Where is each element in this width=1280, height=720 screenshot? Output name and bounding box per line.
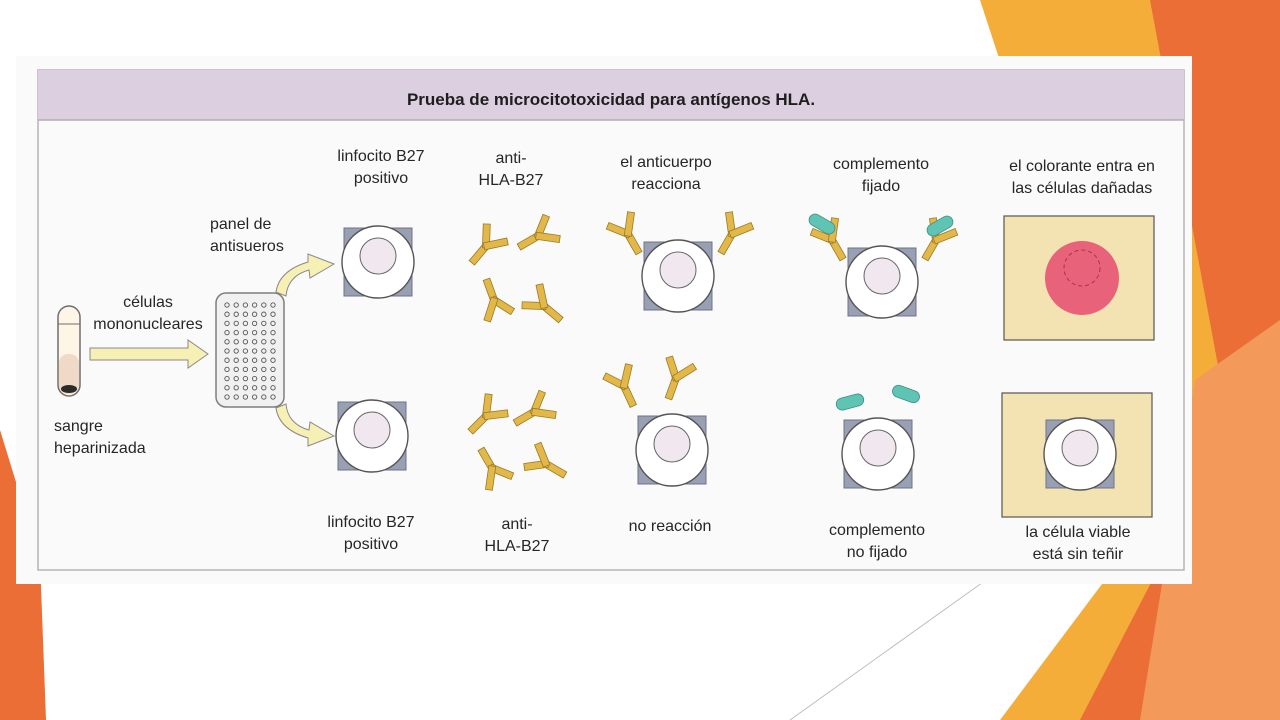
blood-tube-icon — [57, 305, 81, 397]
label-top-lymphocyte: linfocito B27 positivo — [337, 148, 425, 187]
label-top-dye: el colorante entra en las células dañada… — [1009, 158, 1155, 197]
lymphocyte-cell-top — [341, 225, 415, 299]
reaction-cell-bottom — [635, 413, 709, 487]
label-top-complement: complemento fijado — [832, 156, 930, 195]
damaged-cell-icon — [1045, 241, 1119, 315]
antibody-icon — [467, 393, 509, 435]
complement-icon — [892, 384, 920, 404]
label-bottom-complement: complemento no fijado — [828, 522, 926, 561]
slide-decor-line — [789, 569, 1001, 720]
figure-panel: Prueba de microcitotoxicidad para antíge… — [16, 56, 1192, 584]
title-band — [38, 70, 1184, 120]
label-bottom-antibody: anti- HLA-B27 — [484, 516, 550, 555]
label-bottom-dye: la célula viable está sin teñir — [1025, 524, 1131, 563]
figure-title: Prueba de microcitotoxicidad para antíge… — [406, 90, 816, 109]
complement-icon — [926, 215, 954, 237]
label-top-reaction: el anticuerpo reacciona — [620, 154, 712, 193]
antibody-icon — [477, 446, 515, 491]
antibody-icon — [602, 363, 638, 408]
curved-arrow-up-icon — [275, 253, 336, 297]
figure-drawing — [37, 69, 1185, 571]
antibody-icon — [521, 283, 564, 324]
antibody-icon — [516, 213, 561, 251]
label-bottom-lymphocyte: linfocito B27 positivo — [327, 514, 415, 553]
complement-icon — [808, 213, 836, 235]
curved-arrow-down-icon — [275, 403, 336, 447]
complement-cell-top — [845, 245, 919, 319]
reaction-cell-top — [641, 239, 715, 313]
antibody-icon — [482, 277, 516, 323]
bound-antibody-icon — [717, 211, 755, 256]
lymphocyte-cell-bottom — [335, 399, 409, 473]
bound-antibody-icon — [605, 211, 643, 256]
label-panel: panel de antisueros — [210, 216, 284, 255]
label-cells: células mononucleares — [93, 294, 203, 333]
label-bottom-reaction: no reacción — [628, 518, 712, 535]
label-top-antibody: anti- HLA-B27 — [478, 150, 544, 189]
arrow-to-plate-icon — [89, 339, 209, 369]
dye-square-top — [1003, 215, 1155, 341]
antisera-plate-icon — [215, 292, 285, 408]
slide-decor-light — [1140, 320, 1280, 720]
complement-icon — [835, 393, 865, 411]
label-blood: sangre heparinizada — [54, 418, 146, 457]
antibody-icon — [512, 389, 557, 427]
antibody-icon — [664, 355, 698, 401]
antibody-icon — [468, 223, 509, 266]
complement-cell-bottom — [841, 417, 915, 491]
antibody-icon — [523, 441, 568, 479]
viable-cell — [1043, 417, 1117, 491]
